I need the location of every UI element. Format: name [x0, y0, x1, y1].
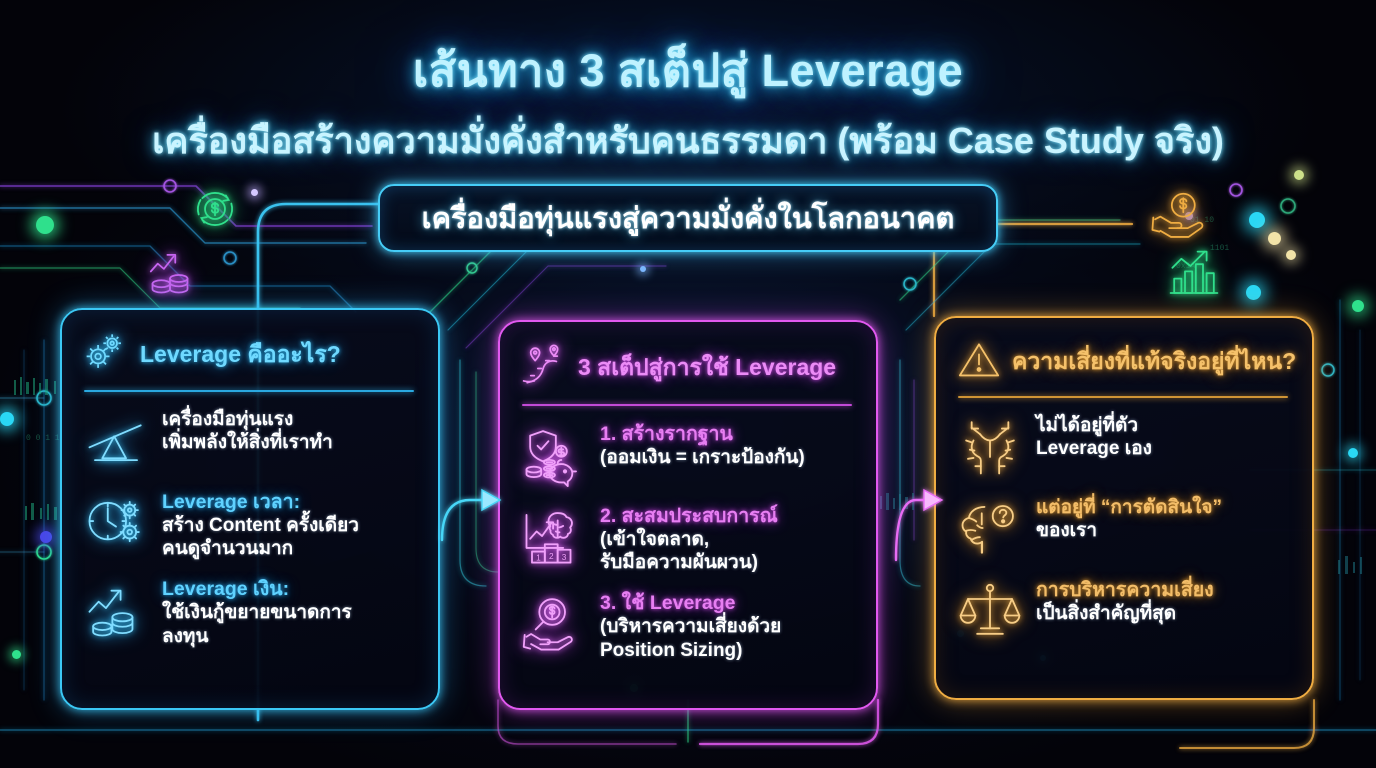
svg-text:01 10: 01 10	[1190, 216, 1214, 225]
card-row-text: 2. สะสมประสบการณ์ (เข้าใจตลาด, รับมือควา…	[600, 502, 778, 575]
header: เส้นทาง 3 สเต็ปสู่ Leverage เครื่องมือสร…	[0, 0, 1376, 169]
shield-piggybank-icon	[520, 420, 588, 488]
row-body-line: รับมือความผันผวน)	[600, 552, 759, 574]
card-three-steps[interactable]: 3 สเต็ปสู่การใช้ Leverage 1	[498, 320, 878, 710]
card-divider	[522, 404, 852, 406]
card-where-is-risk[interactable]: ความเสี่ยงที่แท้จริงอยู่ที่ไหน? ไม่ได้อย…	[934, 316, 1314, 700]
card-row-text: การบริหารความเสี่ยง เป็นสิ่งสำคัญที่สุด	[1036, 576, 1214, 626]
row-lead: 1. สร้างรากฐาน	[600, 422, 733, 445]
card-header: 3 สเต็ปสู่การใช้ Leverage	[520, 342, 854, 393]
row-body-line: ไม่ได้อยู่ที่ตัว	[1036, 414, 1139, 436]
card-row: 3. ใช้ Leverage (บริหารความเสี่ยงด้วย Po…	[520, 589, 854, 662]
card-row-text: แต่อยู่ที่ “การตัดสินใจ” ของเรา	[1036, 494, 1222, 543]
brain-question-icon	[956, 494, 1024, 562]
svg-text:1101: 1101	[1210, 244, 1229, 253]
card-row-text: Leverage เงิน: ใช้เงินกู้ขยายขนาดการ ลงท…	[162, 575, 352, 648]
row-body-line: เป็นสิ่งสำคัญที่สุด	[1036, 602, 1177, 624]
row-body-line: (เข้าใจตลาด,	[600, 528, 710, 550]
card-what-is-leverage[interactable]: Leverage คืออะไร? เครื่องมือทุ่นแรง เพิ่…	[60, 308, 440, 710]
row-body-line: (ออมเงิน = เกราะป้องกัน)	[600, 446, 805, 468]
card-row-text: เครื่องมือทุ่นแรง เพิ่มพลังให้สิ่งที่เรา…	[162, 406, 333, 455]
svg-text:1: 1	[536, 553, 541, 562]
clock-gears-icon	[82, 488, 150, 556]
card-divider	[84, 390, 414, 392]
card-row: Leverage เงิน: ใช้เงินกู้ขยายขนาดการ ลงท…	[82, 575, 416, 648]
card-row-text: Leverage เวลา: สร้าง Content ครั้งเดียว …	[162, 488, 359, 561]
card-title: ความเสี่ยงที่แท้จริงอยู่ที่ไหน?	[1012, 347, 1297, 374]
hand-coin-icon	[1148, 186, 1208, 247]
svg-text:0 0 1 1: 0 0 1 1	[26, 434, 60, 443]
row-body-line: (บริหารความเสี่ยงด้วย	[600, 616, 782, 638]
hand-magnifier-dollar-icon	[520, 589, 588, 657]
row-body-line: เพิ่มพลังให้สิ่งที่เราทำ	[162, 432, 333, 454]
row-body-line: คนดูจำนวนมาก	[162, 538, 294, 560]
card-divider	[958, 396, 1288, 398]
card-row: 1 2 3 2. สะสมประสบการณ์ (เข้าใจตลาด, รับ…	[520, 502, 854, 575]
card-row: Leverage เวลา: สร้าง Content ครั้งเดียว …	[82, 488, 416, 561]
row-lead: Leverage เวลา:	[162, 490, 301, 513]
row-body-line: Position Sizing)	[600, 639, 743, 661]
head-choice-arrows-icon	[956, 412, 1024, 480]
center-banner: เครื่องมือทุ่นแรงสู่ความมั่งคั่งในโลกอนา…	[378, 184, 998, 252]
row-lead: 3. ใช้ Leverage	[600, 591, 736, 614]
card-row: 1. สร้างรากฐาน (ออมเงิน = เกราะป้องกัน)	[520, 420, 854, 488]
center-banner-text: เครื่องมือทุ่นแรงสู่ความมั่งคั่งในโลกอนา…	[421, 203, 955, 235]
svg-text:3: 3	[562, 552, 567, 561]
card-row-text: ไม่ได้อยู่ที่ตัว Leverage เอง	[1036, 412, 1152, 461]
row-body-line: สร้าง Content ครั้งเดียว	[162, 514, 359, 536]
balance-scale-icon	[956, 576, 1024, 644]
row-body-line: เครื่องมือทุ่นแรง	[162, 408, 294, 430]
warning-triangle-icon	[956, 338, 1002, 385]
card-title: Leverage คืออะไร?	[140, 340, 341, 367]
page-subtitle: เครื่องมือสร้างความมั่งคั่งสำหรับคนธรรมด…	[152, 120, 1224, 161]
row-body-line: ของเรา	[1036, 520, 1098, 542]
row-lead: 2. สะสมประสบการณ์	[600, 504, 778, 527]
growth-coins-icon	[82, 575, 150, 643]
bar-chart-arrow-icon	[1165, 248, 1223, 307]
card-title: 3 สเต็ปสู่การใช้ Leverage	[578, 353, 837, 380]
card-header: Leverage คืออะไร?	[82, 330, 416, 379]
row-body-line: Leverage เอง	[1036, 438, 1152, 460]
row-body-line: ลงทุน	[162, 625, 209, 647]
card-row-text: 1. สร้างรากฐาน (ออมเงิน = เกราะป้องกัน)	[600, 420, 805, 470]
svg-text:0x1A: 0x1A	[1176, 262, 1195, 271]
card-row: เครื่องมือทุ่นแรง เพิ่มพลังให้สิ่งที่เรา…	[82, 406, 416, 474]
svg-text:2: 2	[549, 551, 554, 560]
growth-coins-icon	[142, 240, 198, 301]
gears-icon	[82, 330, 130, 379]
card-row: แต่อยู่ที่ “การตัดสินใจ” ของเรา	[956, 494, 1290, 562]
currency-exchange-icon	[186, 180, 244, 243]
card-header: ความเสี่ยงที่แท้จริงอยู่ที่ไหน?	[956, 338, 1296, 385]
page-title: เส้นทาง 3 สเต็ปสู่ Leverage	[412, 45, 964, 96]
card-row: ไม่ได้อยู่ที่ตัว Leverage เอง	[956, 412, 1290, 480]
row-lead: การบริหารความเสี่ยง	[1036, 578, 1214, 601]
lever-seesaw-icon	[82, 406, 150, 474]
row-body-line: แต่อยู่ที่ “การตัดสินใจ”	[1036, 496, 1222, 518]
row-body-line: ใช้เงินกู้ขยายขนาดการ	[162, 602, 352, 624]
brain-podium-icon: 1 2 3	[520, 502, 588, 570]
card-row: การบริหารความเสี่ยง เป็นสิ่งสำคัญที่สุด	[956, 576, 1290, 644]
card-row-text: 3. ใช้ Leverage (บริหารความเสี่ยงด้วย Po…	[600, 589, 781, 662]
row-lead: Leverage เงิน:	[162, 577, 290, 600]
road-map-pin-icon	[520, 342, 568, 393]
